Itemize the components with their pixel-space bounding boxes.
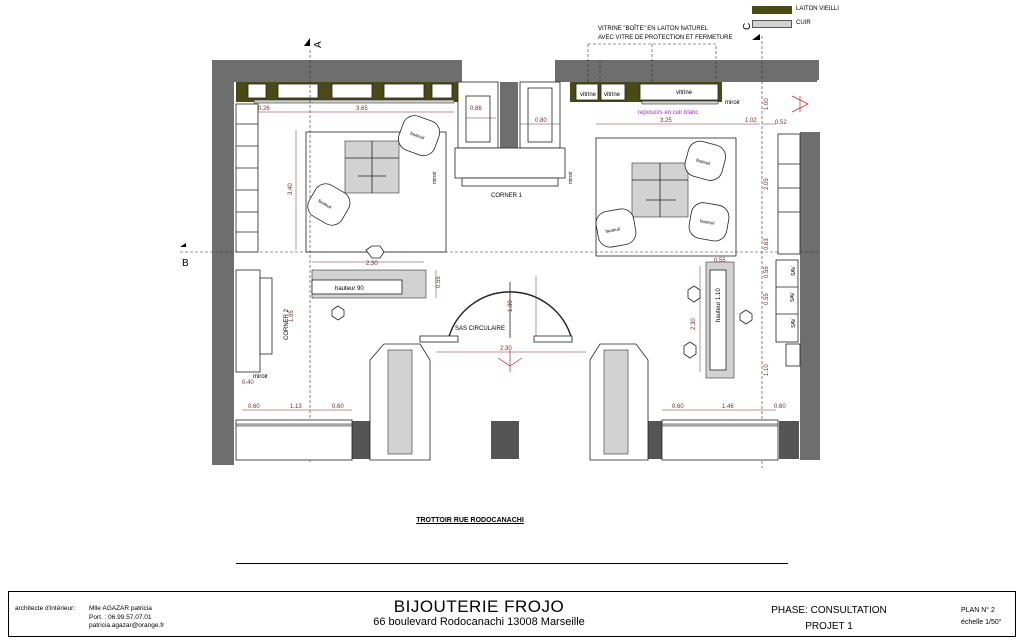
title-block: architecte d'intérieur: Mlle AGAZAR patr…	[8, 591, 1016, 637]
svg-text:fauteuil: fauteuil	[605, 226, 620, 233]
vitrine-label-3: vitrine	[676, 90, 693, 96]
svg-text:0.55: 0.55	[436, 276, 442, 288]
phase-label: PHASE: CONSULTATION	[771, 605, 887, 616]
svg-text:SAV: SAV	[791, 318, 797, 328]
left-storage: CORNER 2 miroir	[235, 103, 290, 380]
svg-text:A: A	[313, 41, 324, 48]
svg-text:miroir: miroir	[432, 171, 438, 184]
facade-benches	[235, 419, 779, 461]
svg-text:1.95: 1.95	[289, 310, 295, 322]
svg-text:3.25: 3.25	[660, 118, 672, 124]
legend-label-laiton: LAITON VIEILLI	[796, 6, 839, 12]
architect-phone: Port. : 06.99.57.07.01	[89, 613, 152, 621]
svg-text:2.30: 2.30	[500, 346, 512, 352]
svg-text:3.65: 3.65	[356, 106, 368, 112]
vitrine-label-1: vitrine	[580, 92, 597, 98]
reposoirs-label: reposoirs en cuir blanc	[638, 110, 698, 116]
walls	[212, 60, 820, 465]
svg-text:0.60: 0.60	[672, 404, 684, 410]
svg-text:fauteuil: fauteuil	[700, 218, 715, 225]
svg-text:0.55: 0.55	[714, 258, 726, 264]
legend: LAITON VIEILLI CUIR	[752, 4, 842, 32]
miroir-label-left: miroir	[253, 374, 268, 380]
corner-1: CORNER 1 miroir miroir	[432, 81, 574, 199]
svg-text:1.02: 1.02	[745, 118, 757, 124]
svg-text:0.60: 0.60	[774, 404, 786, 410]
legend-label-cuir: CUIR	[796, 20, 811, 26]
svg-text:0.86: 0.86	[470, 106, 482, 112]
sas-circulaire: SAS CIRCULAIRE	[419, 95, 809, 372]
legend-swatch-laiton	[752, 6, 792, 14]
projet-label: PROJET 1	[805, 621, 853, 632]
plan-number: PLAN N° 2	[961, 607, 995, 614]
architect-contact: Mlle AGAZAR patricia Port. : 06.99.57.07…	[89, 605, 164, 631]
svg-text:2.05: 2.05	[764, 178, 770, 190]
section-mark-b: B	[180, 243, 820, 269]
legend-swatch-cuir	[752, 20, 792, 28]
svg-text:1.00: 1.00	[764, 98, 770, 110]
svg-text:0.55: 0.55	[764, 293, 770, 305]
table-area-right: fauteuil fauteuil fauteuil	[595, 137, 737, 257]
vitrine-note-leader	[587, 43, 717, 82]
counter-hauteur-110: hauteur 1.10	[683, 261, 753, 379]
counter-hauteur-90: hauteur 90	[311, 269, 427, 321]
svg-text:2.30: 2.30	[366, 261, 378, 267]
svg-text:1.46: 1.46	[722, 404, 734, 410]
project-address: 66 boulevard Rodocanachi 13008 Marseille	[373, 616, 585, 628]
vitrines-top	[236, 82, 722, 105]
entrance-vitrines	[369, 343, 649, 461]
svg-text:hauteur 90: hauteur 90	[335, 286, 364, 292]
svg-text:fauteuil: fauteuil	[696, 157, 711, 166]
svg-text:SAV: SAV	[791, 266, 797, 276]
section-mark-c: C	[742, 23, 763, 468]
svg-text:0.35: 0.35	[328, 88, 334, 100]
svg-text:1.10: 1.10	[764, 364, 770, 376]
architect-label: architecte d'intérieur:	[15, 605, 76, 612]
svg-text:0.26: 0.26	[258, 106, 270, 112]
svg-text:0.55: 0.55	[764, 266, 770, 278]
svg-text:0.52: 0.52	[775, 120, 787, 126]
svg-text:SAS CIRCULAIRE: SAS CIRCULAIRE	[455, 326, 505, 332]
svg-text:0.60: 0.60	[332, 404, 344, 410]
scale-label: échelle 1/50°	[961, 619, 1002, 626]
svg-text:3.40: 3.40	[288, 183, 294, 195]
dimension-lines	[242, 111, 776, 411]
vitrine-note-2: AVEC VITRE DE PROTECTION ET FERMETURE	[598, 35, 732, 41]
svg-text:1.30: 1.30	[508, 300, 514, 312]
corner1-label: CORNER 1	[491, 193, 523, 199]
vitrine-label-2: vitrine	[604, 92, 621, 98]
svg-text:fauteuil: fauteuil	[410, 131, 425, 141]
svg-text:hauteur 1.10: hauteur 1.10	[716, 288, 722, 322]
architect-email: patricia.agazar@orange.fr	[89, 622, 165, 629]
architect-name: Mlle AGAZAR patricia	[89, 605, 152, 612]
street-line	[236, 563, 788, 564]
street-label: TROTTOIR RUE RODOCANACHI	[416, 517, 524, 524]
corner2-label: CORNER 2	[284, 308, 290, 340]
svg-text:C: C	[742, 23, 753, 30]
svg-text:B: B	[182, 258, 189, 269]
svg-text:0.40: 0.40	[242, 380, 254, 386]
svg-text:0.60: 0.60	[248, 404, 260, 410]
project-title: BIJOUTERIE FROJO	[393, 597, 565, 616]
svg-text:fauteuil: fauteuil	[317, 198, 332, 210]
svg-text:miroir: miroir	[568, 171, 574, 184]
svg-text:0.80: 0.80	[535, 118, 547, 124]
svg-text:0.63: 0.63	[764, 238, 770, 250]
table-area-left: fauteuil fauteuil	[305, 115, 447, 259]
miroir-label-top: miroir	[725, 100, 740, 106]
svg-text:SAV: SAV	[790, 292, 796, 302]
svg-text:1.13: 1.13	[290, 404, 302, 410]
vitrine-note-1: VITRINE "BOÎTE" EN LAITON NATUREL	[598, 25, 709, 32]
section-mark-a: A	[304, 38, 324, 462]
svg-text:2.30: 2.30	[691, 318, 697, 330]
right-storage: SAV SAV SAV	[775, 133, 801, 367]
